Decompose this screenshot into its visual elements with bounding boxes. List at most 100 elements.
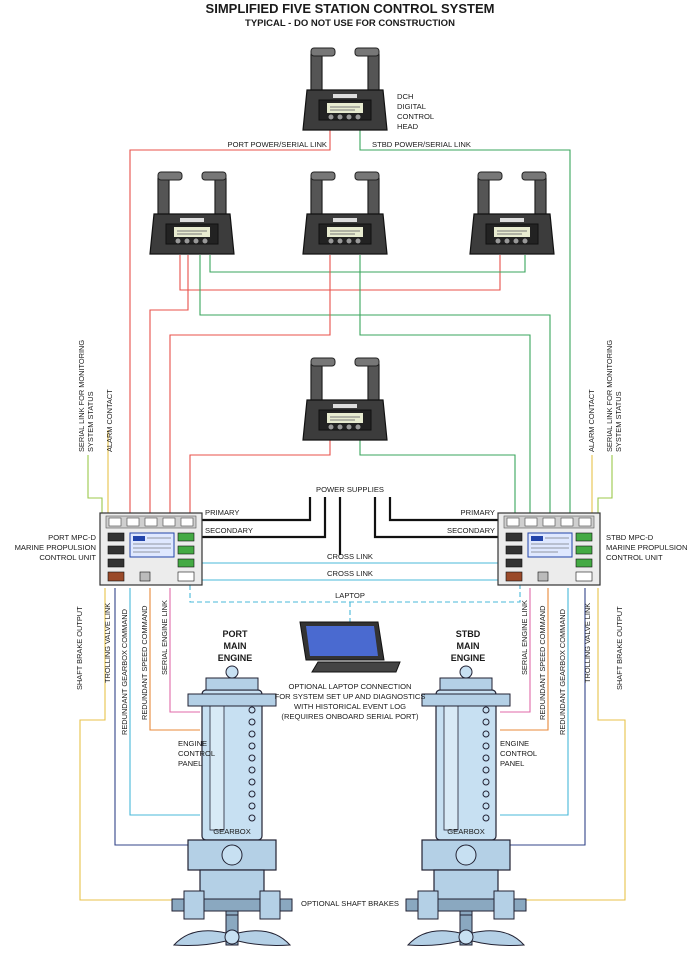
port-monitor-wire xyxy=(87,455,103,515)
stbd-engine-title: STBD MAIN ENGINE xyxy=(451,629,486,663)
wiring xyxy=(79,130,626,901)
stbd-gearbox-label: GEARBOX xyxy=(447,827,485,836)
svg-text:ENGINE: ENGINE xyxy=(178,739,207,748)
stbd-power-serial-label: STBD POWER/SERIAL LINK xyxy=(372,140,471,149)
shaft-brakes-label: OPTIONAL SHAFT BRAKES xyxy=(301,899,399,908)
stbd-speed-cmd-label: REDUNDANT SPEED COMMAND xyxy=(538,606,547,720)
stbd-brake-output-label: SHAFT BRAKE OUTPUT xyxy=(615,606,624,690)
svg-text:HEAD: HEAD xyxy=(397,122,419,131)
stbd-serial-monitor-label-2: SYSTEM STATUS xyxy=(614,391,623,452)
svg-text:FOR SYSTEM SET UP AND DIAGNOST: FOR SYSTEM SET UP AND DIAGNOSTICS xyxy=(275,692,426,701)
svg-text:CONTROL: CONTROL xyxy=(500,749,537,758)
port-serial-engine-label: SERIAL ENGINE LINK xyxy=(160,600,169,675)
port-brake-output-label: SHAFT BRAKE OUTPUT xyxy=(75,606,84,690)
stbd-primary-label: PRIMARY xyxy=(461,508,495,517)
port-dch1-wire xyxy=(149,255,189,515)
svg-text:PORT MPC-D: PORT MPC-D xyxy=(48,533,96,542)
port-serial-wire xyxy=(169,588,200,713)
port-dch5-wire xyxy=(189,440,331,515)
stbd-mpc-unit xyxy=(497,512,601,586)
stbd-serial-wire xyxy=(500,588,531,713)
laptop-link-label: LAPTOP xyxy=(335,591,365,600)
port-gearbox-label: GEARBOX xyxy=(213,827,251,836)
stbd-secondary-label: SECONDARY xyxy=(447,526,495,535)
svg-text:PANEL: PANEL xyxy=(178,759,202,768)
svg-text:STBD MPC-D: STBD MPC-D xyxy=(606,533,654,542)
power-supply-lines xyxy=(202,497,498,555)
port-engine-panel-label: ENGINE CONTROL PANEL xyxy=(178,739,215,768)
dch-stbd-wing xyxy=(469,171,555,255)
svg-text:CONTROL UNIT: CONTROL UNIT xyxy=(39,553,96,562)
stbd-dch4-wire xyxy=(359,255,531,515)
port-speed-cmd-label: REDUNDANT SPEED COMMAND xyxy=(140,606,149,720)
dch-label: DCH DIGITAL CONTROL HEAD xyxy=(397,92,434,131)
port-alarm-label: ALARM CONTACT xyxy=(105,389,114,452)
stbd-alarm-label: ALARM CONTACT xyxy=(587,389,596,452)
laptop-wire xyxy=(189,585,521,603)
stbd-brake-wire xyxy=(520,588,626,901)
svg-text:MARINE PROPULSION: MARINE PROPULSION xyxy=(606,543,687,552)
stbd-gear-wire xyxy=(500,588,569,816)
dch-lower xyxy=(302,357,388,441)
dch-center xyxy=(302,171,388,255)
svg-text:CONTROL UNIT: CONTROL UNIT xyxy=(606,553,663,562)
cross-link-label-2: CROSS LINK xyxy=(327,569,373,578)
port-power-serial-label: PORT POWER/SERIAL LINK xyxy=(228,140,327,149)
cross-link-label-1: CROSS LINK xyxy=(327,552,373,561)
port-dch4-wire xyxy=(169,255,331,515)
stbd-power-serial-wire xyxy=(359,130,571,520)
svg-text:WITH HISTORICAL EVENT LOG: WITH HISTORICAL EVENT LOG xyxy=(294,702,406,711)
stbd-dch5-wire xyxy=(359,440,516,515)
laptop-icon xyxy=(299,621,401,673)
port-trolling-wire xyxy=(114,588,205,846)
port-serial-monitor-label-1: SERIAL LINK FOR MONITORING xyxy=(77,340,86,452)
svg-text:MAIN: MAIN xyxy=(457,641,480,651)
port-gearbox-cmd-label: REDUNDANT GEARBOX COMMAND xyxy=(120,609,129,735)
stbd-gearbox-cmd-label: REDUNDANT GEARBOX COMMAND xyxy=(558,609,567,735)
port-power-serial-wire xyxy=(129,130,331,520)
laptop-note: OPTIONAL LAPTOP CONNECTION FOR SYSTEM SE… xyxy=(275,682,426,721)
stbd-speed-wire xyxy=(500,588,549,731)
port-unit-label: PORT MPC-D MARINE PROPULSION CONTROL UNI… xyxy=(15,533,97,562)
svg-text:DCH: DCH xyxy=(397,92,413,101)
svg-text:CONTROL: CONTROL xyxy=(178,749,215,758)
svg-text:ENGINE: ENGINE xyxy=(218,653,253,663)
svg-text:CONTROL: CONTROL xyxy=(397,112,434,121)
svg-text:STBD: STBD xyxy=(456,629,481,639)
stbd-dch2-wire xyxy=(209,255,526,273)
diagram-subtitle: TYPICAL - DO NOT USE FOR CONSTRUCTION xyxy=(245,18,455,29)
stbd-engine-panel-label: ENGINE CONTROL PANEL xyxy=(500,739,537,768)
svg-text:(REQUIRES ONBOARD SERIAL PORT): (REQUIRES ONBOARD SERIAL PORT) xyxy=(281,712,419,721)
stbd-propeller xyxy=(405,890,527,946)
stbd-serial-monitor-label-1: SERIAL LINK FOR MONITORING xyxy=(605,340,614,452)
svg-text:ENGINE: ENGINE xyxy=(500,739,529,748)
stbd-trolling-wire xyxy=(495,588,586,846)
port-serial-monitor-label-2: SYSTEM STATUS xyxy=(86,391,95,452)
diagram-title: SIMPLIFIED FIVE STATION CONTROL SYSTEM xyxy=(206,1,495,16)
port-gear-wire xyxy=(129,588,200,816)
port-primary-label: PRIMARY xyxy=(205,508,239,517)
stbd-dch1-wire xyxy=(199,255,551,515)
svg-text:OPTIONAL LAPTOP CONNECTION: OPTIONAL LAPTOP CONNECTION xyxy=(288,682,411,691)
svg-text:DIGITAL: DIGITAL xyxy=(397,102,426,111)
svg-text:PANEL: PANEL xyxy=(500,759,524,768)
port-secondary-label: SECONDARY xyxy=(205,526,253,535)
stbd-serial-engine-label: SERIAL ENGINE LINK xyxy=(520,600,529,675)
power-supplies-label: POWER SUPPLIES xyxy=(316,485,384,494)
port-brake-wire xyxy=(79,588,180,901)
svg-text:MAIN: MAIN xyxy=(224,641,247,651)
stbd-unit-label: STBD MPC-D MARINE PROPULSION CONTROL UNI… xyxy=(606,533,687,562)
port-engine-title: PORT MAIN ENGINE xyxy=(218,629,253,663)
stbd-trolling-label: TROLLING VALVE LINK xyxy=(583,603,592,683)
dch-port-wing xyxy=(149,171,235,255)
svg-text:PORT: PORT xyxy=(222,629,248,639)
port-trolling-label: TROLLING VALVE LINK xyxy=(103,603,112,683)
stbd-monitor-wire xyxy=(597,455,613,515)
port-speed-wire xyxy=(149,588,200,731)
dch-main xyxy=(302,47,388,131)
svg-text:MARINE PROPULSION: MARINE PROPULSION xyxy=(15,543,96,552)
port-propeller xyxy=(171,890,293,946)
svg-text:ENGINE: ENGINE xyxy=(451,653,486,663)
port-mpc-unit xyxy=(99,512,203,586)
